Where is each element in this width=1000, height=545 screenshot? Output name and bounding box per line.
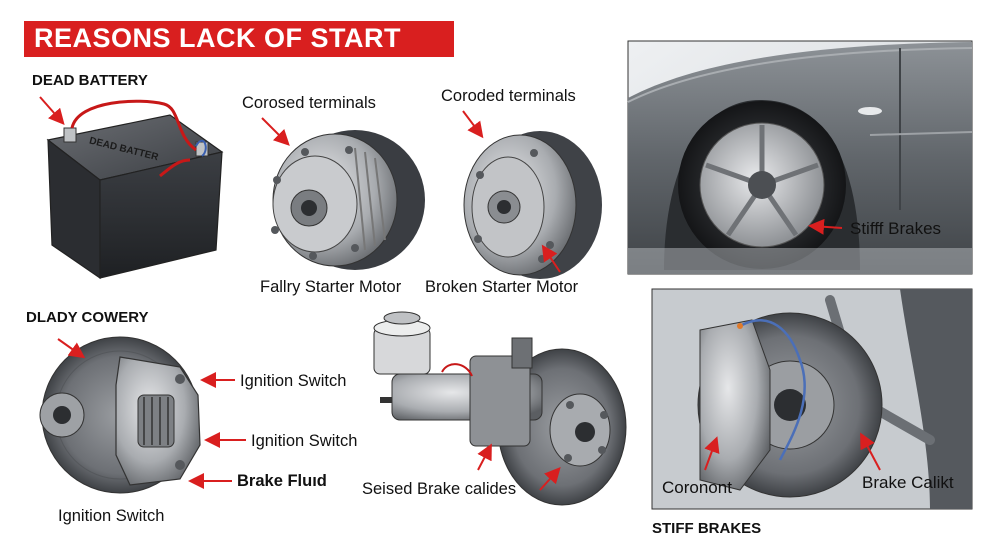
label-corosed-terminals: Corosed terminals xyxy=(242,94,376,112)
label-ignition-switch-1: Ignition Switch xyxy=(240,372,347,390)
label-brake-calikt: Brake Calikt xyxy=(862,473,954,492)
label-brake-fluid: Brake Fluıd xyxy=(237,472,327,490)
master-cylinder-disc xyxy=(373,311,627,506)
label-dlady-cowery: DLADY COWERY xyxy=(26,309,149,326)
caption-stiff-brakes: STIFF BRAKES xyxy=(652,520,762,537)
starter-motor-left xyxy=(271,130,425,270)
car-wheel-photo xyxy=(627,40,973,275)
label-coroded-terminals: Coroded terminals xyxy=(441,87,576,105)
title-banner xyxy=(24,21,454,57)
battery-illustration: DEAD BATTER xyxy=(39,96,224,280)
label-seised-brake-calides: Seised Brake calides xyxy=(362,480,517,498)
starter-motor-right xyxy=(463,131,602,279)
label-ignition-switch-3: Ignition Switch xyxy=(58,507,165,525)
brake-disc-caliper xyxy=(39,336,201,494)
title: REASONS LACK OF START xyxy=(34,23,401,53)
label-broken-starter-motor: Broken Starter Motor xyxy=(425,278,579,296)
label-faulty-starter-motor: Fallry Starter Motor xyxy=(260,278,402,296)
label-stiff-brakes-photo: Stifff Brakes xyxy=(850,219,942,238)
label-ignition-switch-2: Ignition Switch xyxy=(251,432,358,450)
label-coronont: Coronont xyxy=(662,478,732,497)
caliper-closeup-photo xyxy=(651,288,973,510)
label-dead-battery: DEAD BATTERY xyxy=(32,72,148,89)
